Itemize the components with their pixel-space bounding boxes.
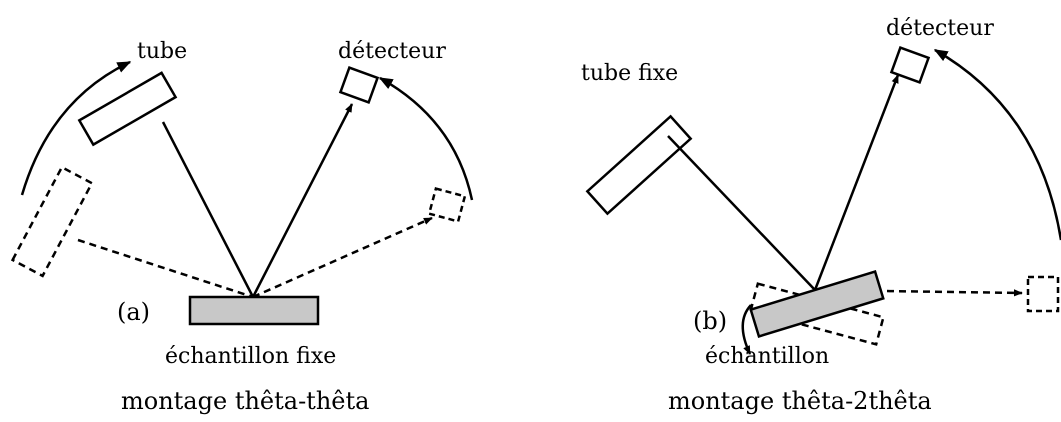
tube-label: tube fixe (581, 61, 678, 86)
panel-a-caption: montage thêta-thêta (121, 387, 369, 415)
diffracted-beam-solid (813, 74, 900, 291)
tube-fixed (585, 114, 693, 216)
panel-b-tag: (b) (693, 307, 727, 335)
tube-solid (77, 71, 178, 147)
detector-solid (338, 66, 380, 104)
tube-dashed (10, 165, 94, 278)
detector-dashed (1026, 275, 1060, 313)
panel-a-tag: (a) (117, 298, 150, 326)
incident-beam-dashed (77, 238, 254, 299)
sample-rotation-arrow (741, 304, 752, 355)
detector-label: détecteur (886, 16, 994, 41)
diffracted-beam-solid (251, 103, 354, 298)
tube-label: tube (137, 39, 187, 64)
detector-solid (889, 46, 931, 84)
incident-beam-solid (161, 121, 255, 298)
sample-label: échantillon fixe (165, 344, 336, 369)
incident-beam (667, 135, 816, 291)
sample-rotated (749, 270, 885, 338)
detector-rotation-arrow (933, 48, 1061, 241)
detector-label: détecteur (338, 39, 446, 64)
sample-fixed (188, 295, 320, 326)
tube-rotation-arrow (20, 60, 132, 196)
detector-rotation-arrow (378, 76, 474, 201)
panel-b-caption: montage thêta-2thêta (668, 387, 932, 415)
sample-label: échantillon (705, 344, 829, 369)
diffracted-beam-dashed (814, 288, 1023, 297)
panel-b: tube fixe détecteur (b) échantillon mont… (581, 16, 1061, 415)
detector-dashed (427, 187, 467, 223)
panel-a: tube détecteur (a) échantillon fixe mont… (10, 39, 474, 415)
diffracted-beam-dashed (252, 216, 433, 299)
